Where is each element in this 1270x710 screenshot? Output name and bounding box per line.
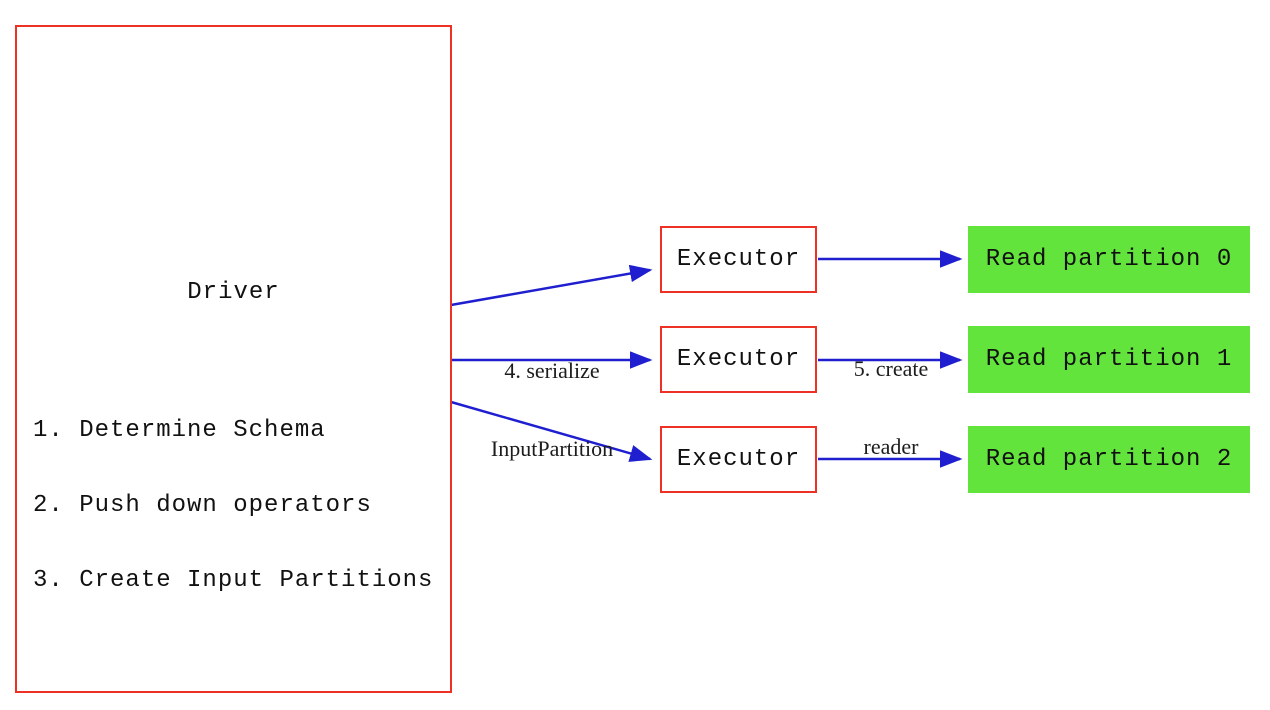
executor-box-0: Executor (660, 226, 817, 293)
partition-label-1: Read partition 1 (985, 346, 1233, 373)
partition-box-2: Read partition 2 (968, 426, 1250, 493)
partition-label-2: Read partition 2 (985, 446, 1233, 473)
create-reader-label-line1: 5. create (853, 356, 929, 381)
driver-steps: 1. Determine Schema 2. Push down operato… (33, 368, 433, 643)
serialize-inputpartition-label: 4. serialize InputPartition (491, 306, 613, 514)
serialize-label-line1: 4. serialize (504, 358, 600, 383)
executor-label-1: Executor (676, 346, 801, 373)
arrow-driver-to-executor-2 (450, 400, 653, 462)
executor-label-0: Executor (676, 246, 801, 273)
driver-step-3: 3. Create Input Partitions (33, 567, 434, 594)
executor-box-2: Executor (660, 426, 817, 493)
partition-label-0: Read partition 0 (985, 246, 1233, 273)
create-reader-label: 5. create reader (854, 304, 929, 512)
driver-step-2: 2. Push down operators (33, 492, 372, 519)
driver-step-1: 1. Determine Schema (33, 417, 326, 444)
create-reader-label-line2: reader (863, 434, 919, 459)
driver-title: Driver (187, 279, 280, 306)
partition-box-0: Read partition 0 (968, 226, 1250, 293)
arrow-driver-to-executor-0 (450, 264, 653, 307)
driver-box: Driver 1. Determine Schema 2. Push down … (15, 25, 452, 693)
executor-label-2: Executor (676, 446, 801, 473)
partition-box-1: Read partition 1 (968, 326, 1250, 393)
executor-box-1: Executor (660, 326, 817, 393)
serialize-label-line2: InputPartition (490, 436, 614, 461)
